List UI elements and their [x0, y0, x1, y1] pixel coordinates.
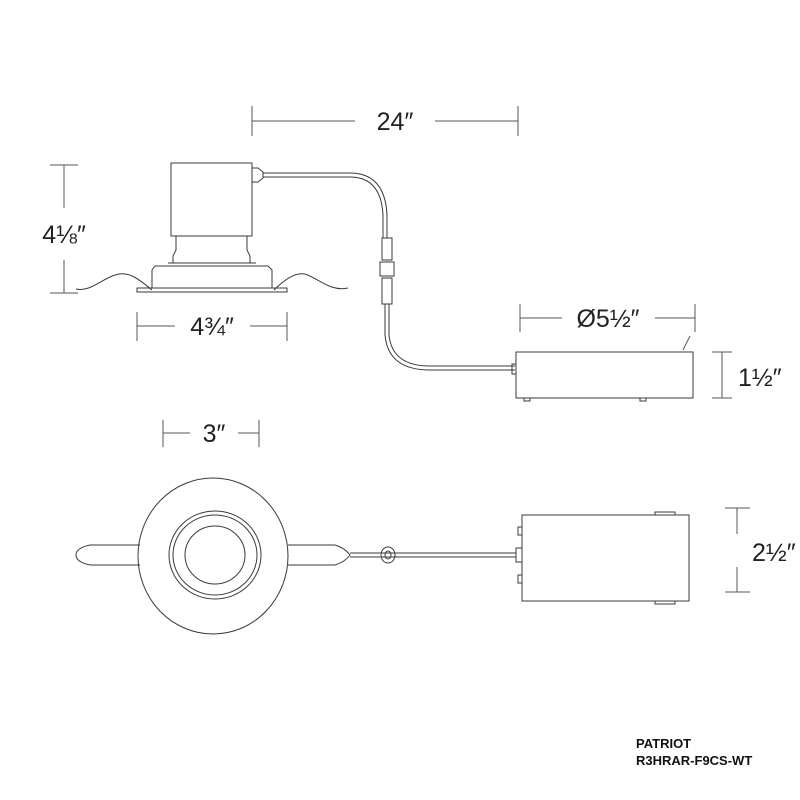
driver-height-label: 1½″	[738, 364, 782, 392]
dim-driver-width: 2½″	[725, 507, 796, 593]
cutout-label: 3″	[203, 420, 226, 448]
fixture-top-view	[75, 477, 516, 635]
driver-box-side	[511, 335, 694, 402]
dim-driver-length: Ø5½″	[519, 304, 696, 333]
brand-label: PATRIOT	[636, 736, 691, 751]
dim-driver-height: 1½″	[712, 351, 782, 399]
fixture-side-view	[75, 162, 349, 293]
driver-length-label: Ø5½″	[576, 305, 639, 333]
fixture-height-label: 4⅛″	[42, 221, 86, 249]
cable-length-label: 24″	[377, 108, 414, 136]
model-label: R3HRAR-F9CS-WT	[636, 753, 752, 768]
driver-box-top	[515, 511, 690, 605]
dim-fixture-height: 4⅛″	[42, 164, 86, 294]
dim-cutout: 3″	[162, 420, 260, 448]
dim-trim-width: 4¾″	[136, 312, 288, 341]
driver-width-label: 2½″	[752, 539, 796, 567]
trim-width-label: 4¾″	[190, 313, 234, 341]
cable-top	[263, 172, 515, 371]
dim-cable-length: 24″	[251, 106, 519, 136]
